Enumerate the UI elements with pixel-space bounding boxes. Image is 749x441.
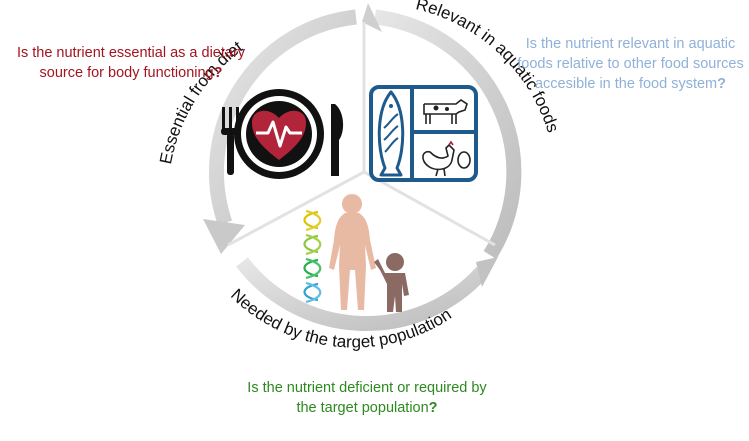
question-relevant-text: Is the nutrient relevant in aquatic food… (517, 36, 744, 92)
arrowhead-right (476, 257, 498, 287)
arc-arrow-top (208, 9, 357, 226)
plate-heart-icon (234, 89, 324, 179)
question-essential-mark: ? (213, 65, 223, 81)
question-needed-mark: ? (428, 400, 438, 416)
question-essential-text: Is the nutrient essential as a dietary s… (16, 45, 246, 81)
egg-icon (457, 151, 471, 169)
question-essential: Is the nutrient essential as a dietary s… (0, 43, 262, 83)
fish-icon (377, 90, 405, 177)
question-relevant: Is the nutrient relevant in aquatic food… (512, 34, 749, 94)
question-relevant-mark: ? (717, 76, 726, 92)
dna-helix-icon (303, 209, 322, 304)
cow-icon (423, 99, 468, 124)
arrowhead-top (362, 3, 382, 32)
child-icon (374, 253, 409, 312)
fork-icon (221, 107, 240, 175)
pie-dividers (227, 22, 496, 247)
cycle-ring (203, 3, 522, 332)
arrowhead-left (203, 219, 245, 254)
chicken-icon (422, 140, 455, 177)
knife-icon (331, 104, 344, 176)
woman-icon (329, 194, 376, 310)
question-needed-text: Is the nutrient deficient or required by… (247, 380, 487, 416)
arc-arrow-bottom (236, 257, 488, 332)
question-needed: Is the nutrient deficient or required by… (236, 378, 498, 418)
arc-arrow-right (374, 9, 522, 259)
